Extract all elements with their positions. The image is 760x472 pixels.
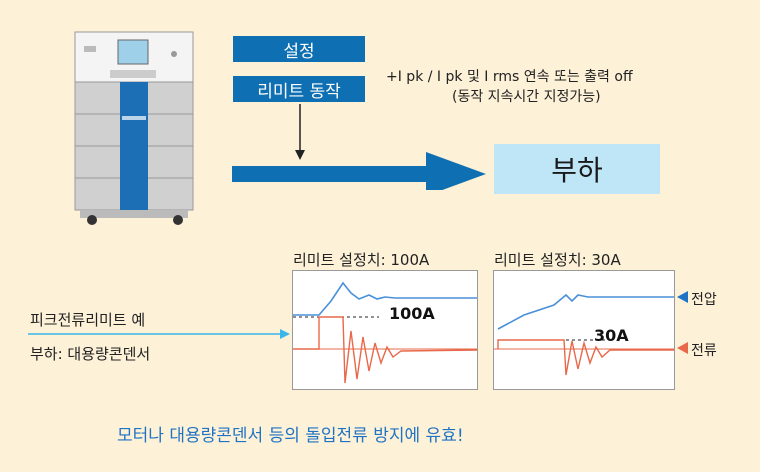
right-chart-title: 리미트 설정치: 30A xyxy=(494,251,621,269)
setting-box: 설정 xyxy=(233,36,365,62)
current-marker-icon xyxy=(677,342,688,354)
load-box: 부하 xyxy=(494,144,660,194)
setting-label: 설정 xyxy=(283,41,315,62)
footer-statement: 모터나 대용량콘덴서 등의 돌입전류 방지에 유효! xyxy=(117,426,464,446)
voltage-marker-icon xyxy=(677,291,688,303)
load-label: 부하 xyxy=(551,154,603,187)
left-voltage-trace xyxy=(293,281,477,316)
right-limit-value: 30A xyxy=(594,326,629,345)
power-supply-device xyxy=(74,31,194,225)
right-voltage-trace xyxy=(497,293,674,330)
limit-action-box: 리미트 동작 xyxy=(233,76,365,102)
flow-arrows xyxy=(232,104,486,190)
left-waveform-panel: 100A xyxy=(292,270,478,390)
right-waveform-panel: 30A xyxy=(493,270,675,390)
left-chart-title: 리미트 설정치: 100A xyxy=(293,251,430,269)
main-arrow-head xyxy=(426,152,486,190)
left-current-trace xyxy=(293,316,477,384)
current-label: 전류 xyxy=(691,343,717,359)
down-arrow-head xyxy=(295,150,305,160)
limit-action-label: 리미트 동작 xyxy=(257,81,341,102)
voltage-label: 전압 xyxy=(691,292,717,308)
example-pointer-arrow xyxy=(28,329,290,339)
main-arrow-shaft xyxy=(232,166,430,182)
example-title: 피크전류리미트 예 xyxy=(30,311,146,329)
left-limit-value: 100A xyxy=(389,304,435,323)
right-current-trace xyxy=(497,339,674,376)
example-load: 부하: 대용량콘덴서 xyxy=(30,345,151,363)
limit-action-duration-note: (동작 지속시간 지정가능) xyxy=(452,89,601,105)
limit-action-description: +I pk / I pk 및 I rms 연속 또는 출력 off xyxy=(386,69,633,85)
